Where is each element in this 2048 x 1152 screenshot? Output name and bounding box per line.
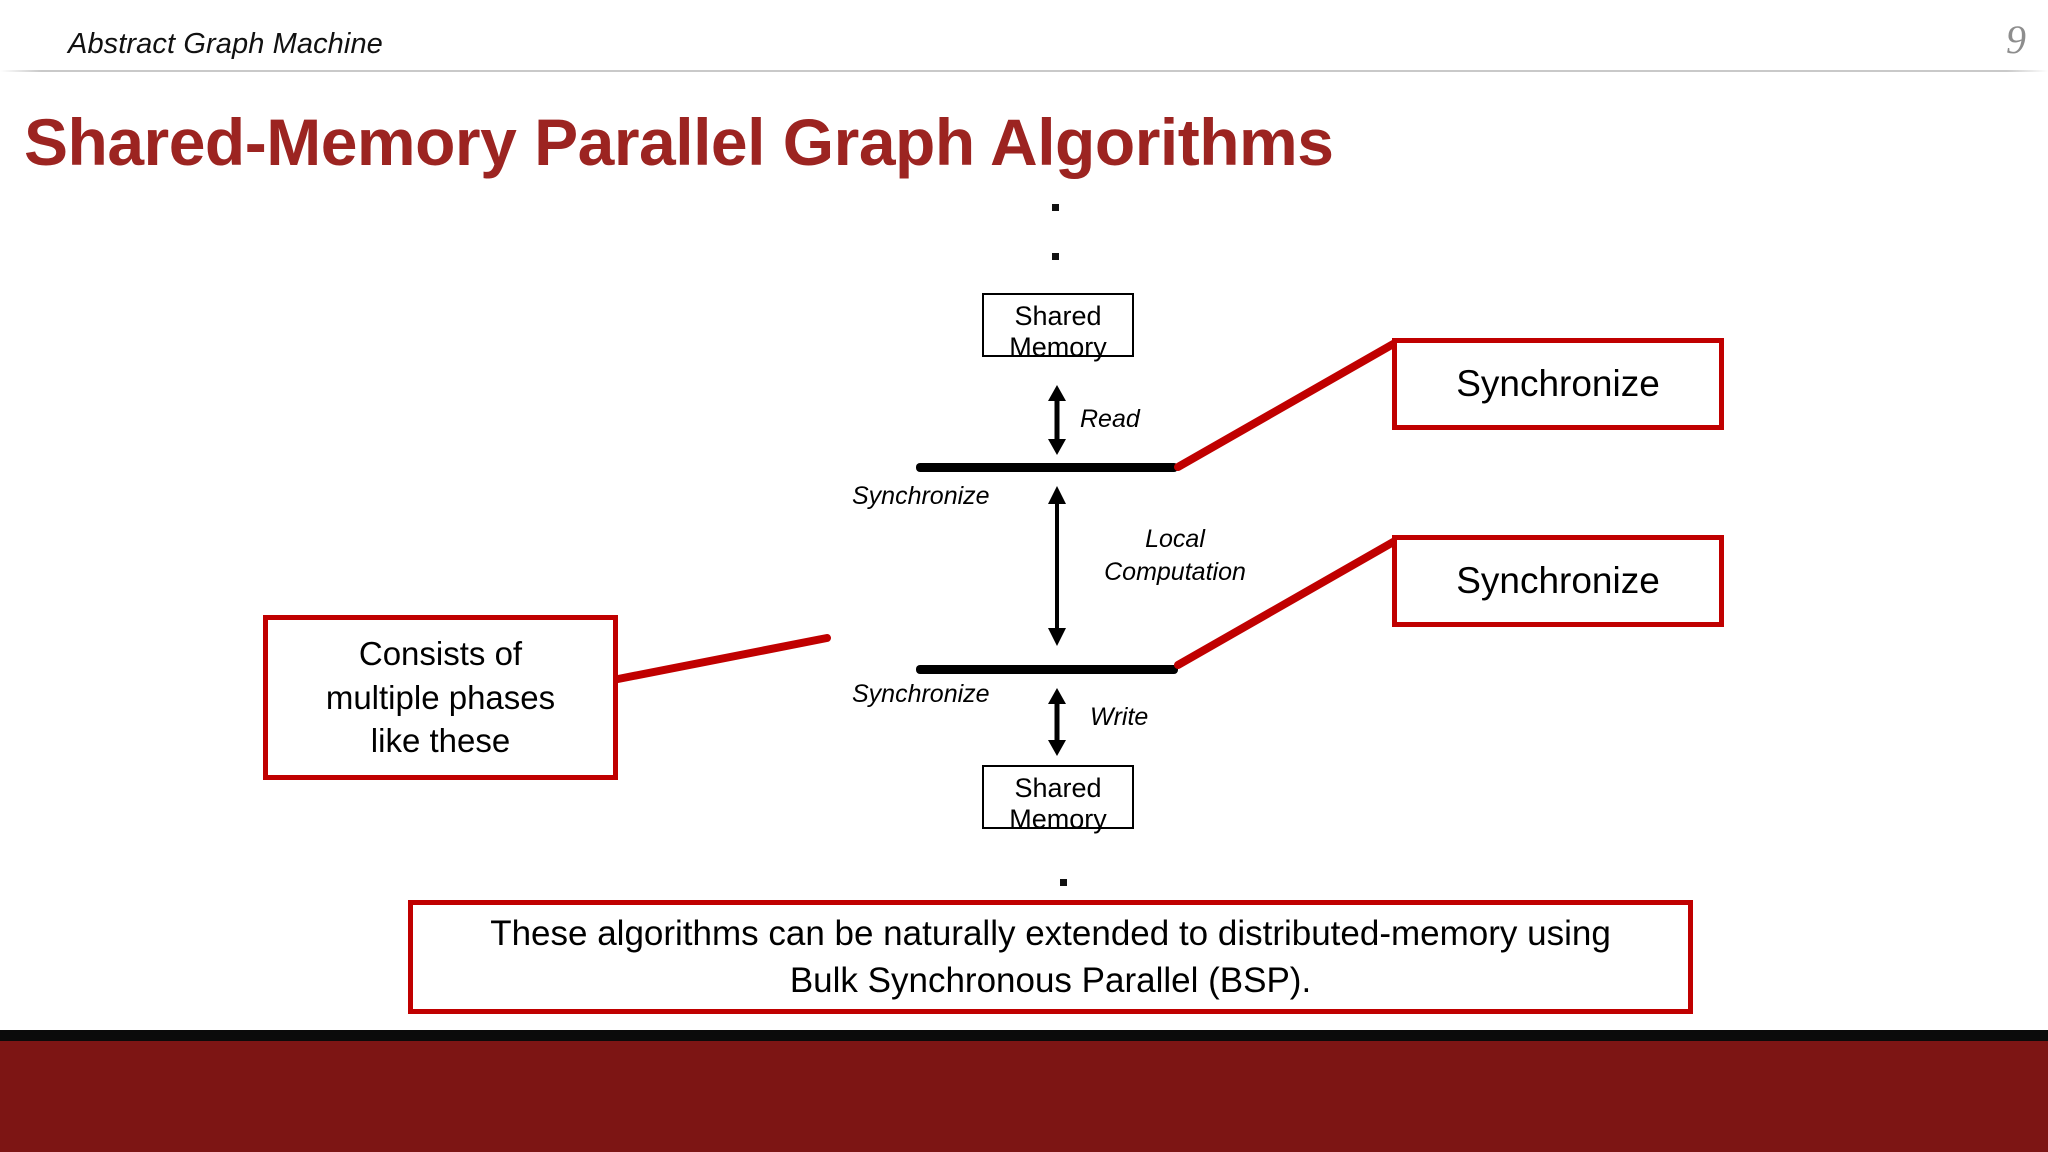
shared-memory-bottom-line2: Memory xyxy=(1009,804,1107,835)
callout-multiple-phases-text: Consists of multiple phases like these xyxy=(326,632,555,763)
callout-bsp-note[interactable]: These algorithms can be naturally extend… xyxy=(408,900,1693,1014)
callout-bsp-text: These algorithms can be naturally extend… xyxy=(490,910,1611,1005)
footer-bar: INDIANA UNIVERSITY xyxy=(0,1041,2048,1152)
connector-line-phases xyxy=(609,634,831,684)
write-double-arrow-icon xyxy=(1048,688,1066,756)
shared-memory-top-line2: Memory xyxy=(1009,332,1107,363)
shared-memory-bottom-line1: Shared xyxy=(1014,773,1102,803)
local-computation-line2: Computation xyxy=(1104,557,1246,586)
synchronize-bar-bottom xyxy=(916,665,1178,674)
callout-synchronize-top-label: Synchronize xyxy=(1456,363,1660,404)
callout-synchronize-bottom-label: Synchronize xyxy=(1456,560,1660,601)
write-label: Write xyxy=(1090,703,1149,731)
connector-line-sync-top xyxy=(1174,339,1399,471)
bsp-line2: Bulk Synchronous Parallel (BSP). xyxy=(789,961,1312,1000)
shared-memory-box-top: Shared Memory xyxy=(982,293,1134,362)
phases-line2: multiple phases xyxy=(325,678,556,716)
phases-line3: like these xyxy=(370,722,511,760)
page-title: Shared-Memory Parallel Graph Algorithms xyxy=(24,105,1334,179)
breadcrumb: Abstract Graph Machine xyxy=(68,28,383,60)
ellipsis-dot-top-1 xyxy=(1052,204,1059,211)
synchronize-bar-top xyxy=(916,463,1178,472)
page-number: 9 xyxy=(2006,17,2026,62)
ellipsis-dot-bottom xyxy=(1060,879,1067,886)
read-double-arrow-icon xyxy=(1048,385,1066,455)
callout-synchronize-top[interactable]: Synchronize xyxy=(1392,338,1724,430)
bsp-line1: These algorithms can be naturally extend… xyxy=(490,913,1611,953)
read-label: Read xyxy=(1080,405,1140,433)
shared-memory-top-line1: Shared xyxy=(1014,301,1102,331)
slide-header: Abstract Graph Machine 9 xyxy=(0,0,2048,72)
callout-multiple-phases[interactable]: Consists of multiple phases like these xyxy=(263,615,618,780)
local-computation-label: Local Computation xyxy=(1090,523,1260,588)
local-computation-double-arrow-icon xyxy=(1048,486,1066,646)
callout-synchronize-bottom[interactable]: Synchronize xyxy=(1392,535,1724,627)
synchronize-label-top: Synchronize xyxy=(852,482,990,510)
footer-accent-bar xyxy=(0,1030,2048,1041)
shared-memory-box-bottom: Shared Memory xyxy=(982,765,1134,834)
header-divider xyxy=(0,70,2048,72)
connector-line-sync-bottom xyxy=(1174,537,1399,669)
phases-line1: Consists of xyxy=(358,635,523,673)
synchronize-label-bottom: Synchronize xyxy=(852,680,990,708)
local-computation-line1: Local xyxy=(1145,525,1205,553)
ellipsis-dot-top-2 xyxy=(1052,253,1059,260)
